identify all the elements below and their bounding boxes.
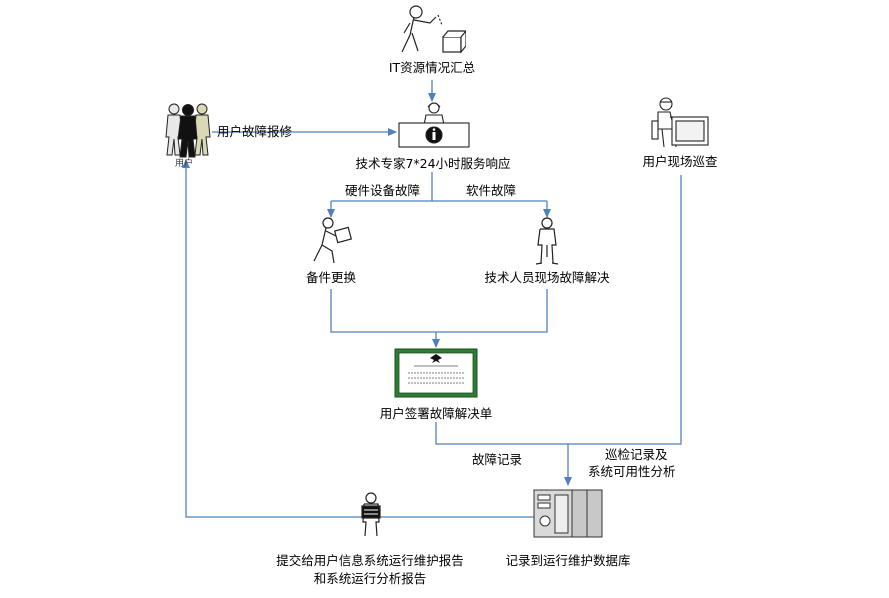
inspection-label-line1: 巡检记录及	[605, 447, 668, 462]
sign-form-label: 用户签署故障解决单	[379, 406, 493, 421]
connector-onsite-to-record	[568, 175, 682, 445]
expert-label: 技术专家7*24小时服务响应	[355, 156, 511, 171]
inspection-label-line2: 系统可用性分析	[588, 464, 676, 479]
connector-form-to-record	[435, 422, 568, 445]
fault-record-label: 故障记录	[472, 452, 523, 467]
person-with-box-icon	[401, 5, 466, 54]
person-at-computer-icon	[651, 97, 709, 148]
server-rack-icon	[533, 489, 603, 538]
report-label-line1: 提交给用户信息系统运行维护报告	[276, 553, 464, 568]
tech-onsite-label: 技术人员现场故障解决	[484, 270, 610, 285]
technician-icon	[535, 217, 559, 265]
arrow-database-to-users	[182, 159, 534, 518]
user-group-icon	[165, 103, 211, 158]
it-summary-label: IT资源情况汇总	[388, 60, 476, 75]
user-report-label: 用户故障报修	[217, 124, 293, 139]
help-desk-icon	[398, 102, 470, 148]
person-carrying-icon	[313, 217, 353, 264]
software-fault-label: 软件故障	[466, 183, 517, 198]
database-label: 记录到运行维护数据库	[505, 553, 631, 568]
connector-spare-merge	[330, 289, 548, 333]
users-small-label: 用户	[174, 159, 194, 169]
report-label-line2: 和系统运行分析报告	[313, 571, 427, 586]
spare-replace-label: 备件更换	[305, 270, 357, 285]
onsite-check-label: 用户现场巡查	[642, 154, 718, 169]
certificate-icon	[394, 348, 478, 398]
person-with-report-icon	[361, 492, 381, 537]
hardware-fault-label: 硬件设备故障	[345, 183, 421, 198]
